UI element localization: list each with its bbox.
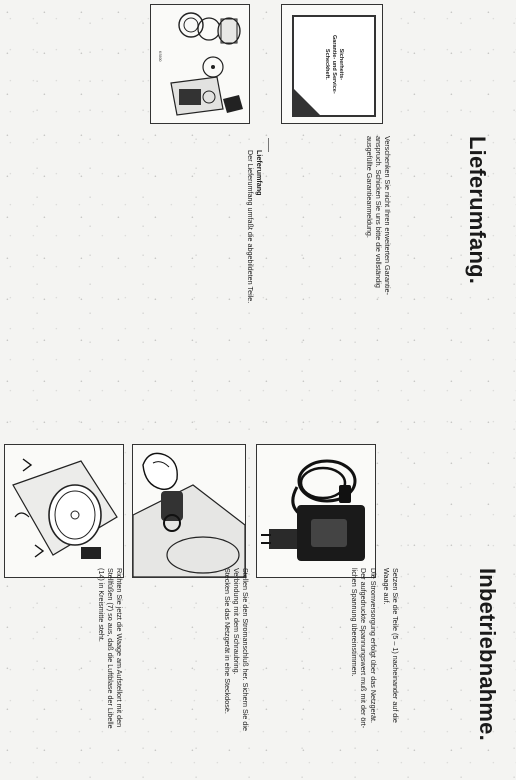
levelling-illustration <box>4 444 124 578</box>
warranty-paragraph: Verschenken Sie nicht Ihren erweiterten … <box>364 136 392 296</box>
assembly-paragraph: Setzen Sie die Teile (5 – 1) nacheinande… <box>350 568 400 729</box>
spacer <box>378 568 382 728</box>
card-frame: Sicherheits- Garantie- und Service- Sche… <box>292 15 376 117</box>
screw-ring-illustration <box>132 444 246 578</box>
model-label: KS600 <box>158 51 162 62</box>
section-heading-lieferumfang: Lieferumfang. <box>465 136 490 285</box>
contents-subheading: Lieferumfang <box>255 150 264 196</box>
contents-paragraph: Lieferumfang Der Lieferumfang umfaßt die… <box>245 150 264 304</box>
section-divider <box>268 138 269 152</box>
card-text: Sicherheits- Garantie- und Service- Sche… <box>324 35 344 94</box>
card-corner <box>294 89 320 115</box>
scale-parts-drawing: KS600 <box>158 12 243 116</box>
section-heading-inbetriebnahme: Inbetriebnahme. <box>475 568 500 741</box>
parts-illustration: KS600 <box>150 4 250 124</box>
guarantee-card-illustration: Sicherheits- Garantie- und Service- Sche… <box>281 4 383 124</box>
connection-paragraph: Stellen Sie den Stromanschluß her. Siche… <box>222 568 250 732</box>
levelling-paragraph: Richten Sie jetzt die Waage am Aufstello… <box>96 568 124 729</box>
power-adapter-illustration <box>256 444 376 578</box>
